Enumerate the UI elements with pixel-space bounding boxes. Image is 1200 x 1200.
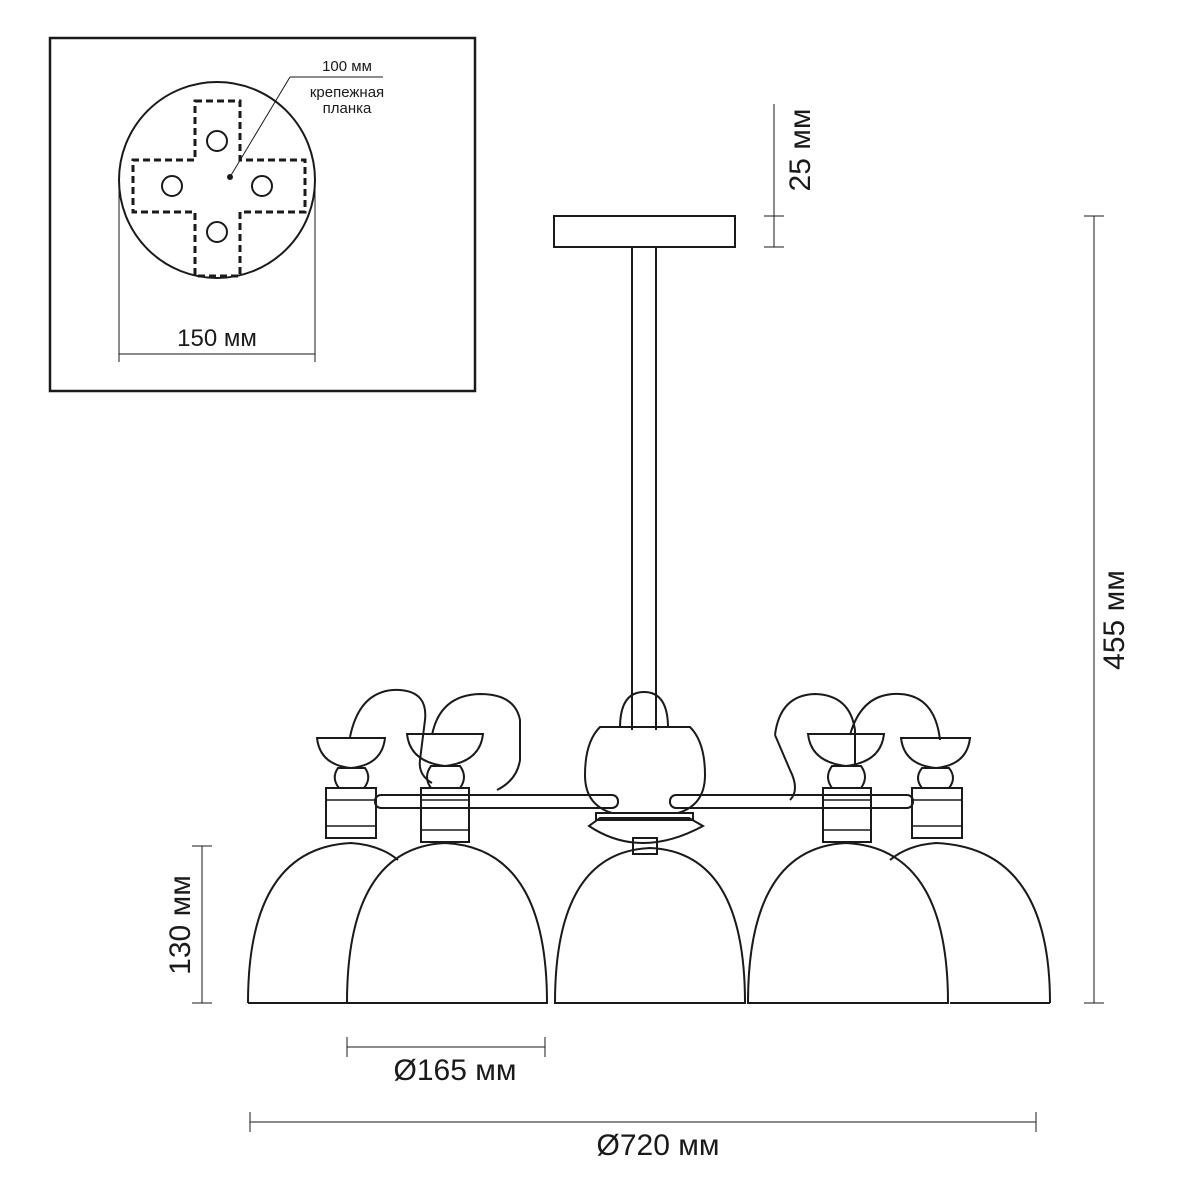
screw-hole-left — [161, 175, 183, 197]
holder-4-knob — [917, 767, 954, 789]
central-ball — [583, 726, 707, 814]
screw-hole-right — [251, 175, 273, 197]
dimension-shade-diameter: Ø165 мм — [346, 1037, 546, 1087]
central-body — [583, 726, 707, 855]
ceiling-canopy — [553, 215, 736, 248]
shade-back-right — [889, 841, 1051, 1004]
decorative-wires — [349, 688, 941, 801]
arm-left — [374, 794, 619, 809]
rod-loop — [619, 690, 669, 729]
holder-2 — [405, 733, 485, 843]
mounting-bracket — [131, 99, 307, 278]
wire-3 — [774, 692, 856, 765]
arms — [374, 794, 914, 809]
canopy-height-label: 25 мм — [784, 109, 817, 192]
holders — [315, 733, 972, 843]
central-socket — [632, 837, 658, 855]
holder-4-cup — [899, 737, 972, 770]
dimension-total-height: 455 мм — [1084, 215, 1131, 1004]
mounting-plate-inset: 100 мм крепежная планка 150 мм — [48, 36, 477, 393]
shade-back-left — [247, 841, 399, 1004]
holder-3-cup — [806, 733, 886, 768]
inset-frame — [48, 36, 477, 393]
total-diameter-label: Ø720 мм — [597, 1129, 720, 1162]
holder-4-socket — [911, 787, 963, 839]
screw-hole-top — [206, 130, 228, 152]
holder-2-cup — [405, 733, 485, 768]
holder-1-cup — [315, 737, 387, 770]
total-height-label: 455 мм — [1098, 570, 1131, 670]
shade-height-label: 130 мм — [164, 875, 197, 975]
shade-front-right — [746, 841, 950, 1004]
dimension-shade-height: 130 мм — [164, 845, 212, 1004]
plate-circle — [118, 81, 316, 279]
shade-front-left — [345, 841, 549, 1004]
holder-3-knob — [827, 765, 866, 789]
wire-4 — [849, 692, 941, 741]
holder-1-socket — [325, 787, 377, 839]
plate-label-line1: крепежная — [310, 84, 384, 101]
plate-diameter-label: 150 мм — [177, 325, 257, 352]
shades — [247, 841, 1051, 1004]
wire-3-tail — [774, 734, 796, 801]
holder-3-socket — [822, 787, 872, 843]
canopy-and-rod — [553, 215, 736, 730]
shade-diameter-label: Ø165 мм — [394, 1054, 517, 1087]
holder-2-socket — [420, 787, 470, 843]
plate-label-line2: планка — [323, 100, 372, 117]
wire-2 — [431, 692, 521, 791]
holder-1-knob — [333, 767, 370, 789]
hole-spacing-label: 100 мм — [322, 58, 372, 75]
screw-hole-bottom — [206, 221, 228, 243]
wire-1 — [349, 688, 433, 784]
central-cup — [587, 817, 706, 844]
dimension-total-diameter: Ø720 мм — [249, 1112, 1037, 1162]
leader-line — [229, 76, 291, 178]
shade-center — [553, 846, 747, 1004]
holder-2-knob — [426, 765, 465, 789]
holder-3 — [806, 733, 886, 843]
dimension-canopy: 25 мм — [764, 104, 817, 248]
holder-4 — [899, 737, 972, 839]
holder-1 — [315, 737, 387, 839]
